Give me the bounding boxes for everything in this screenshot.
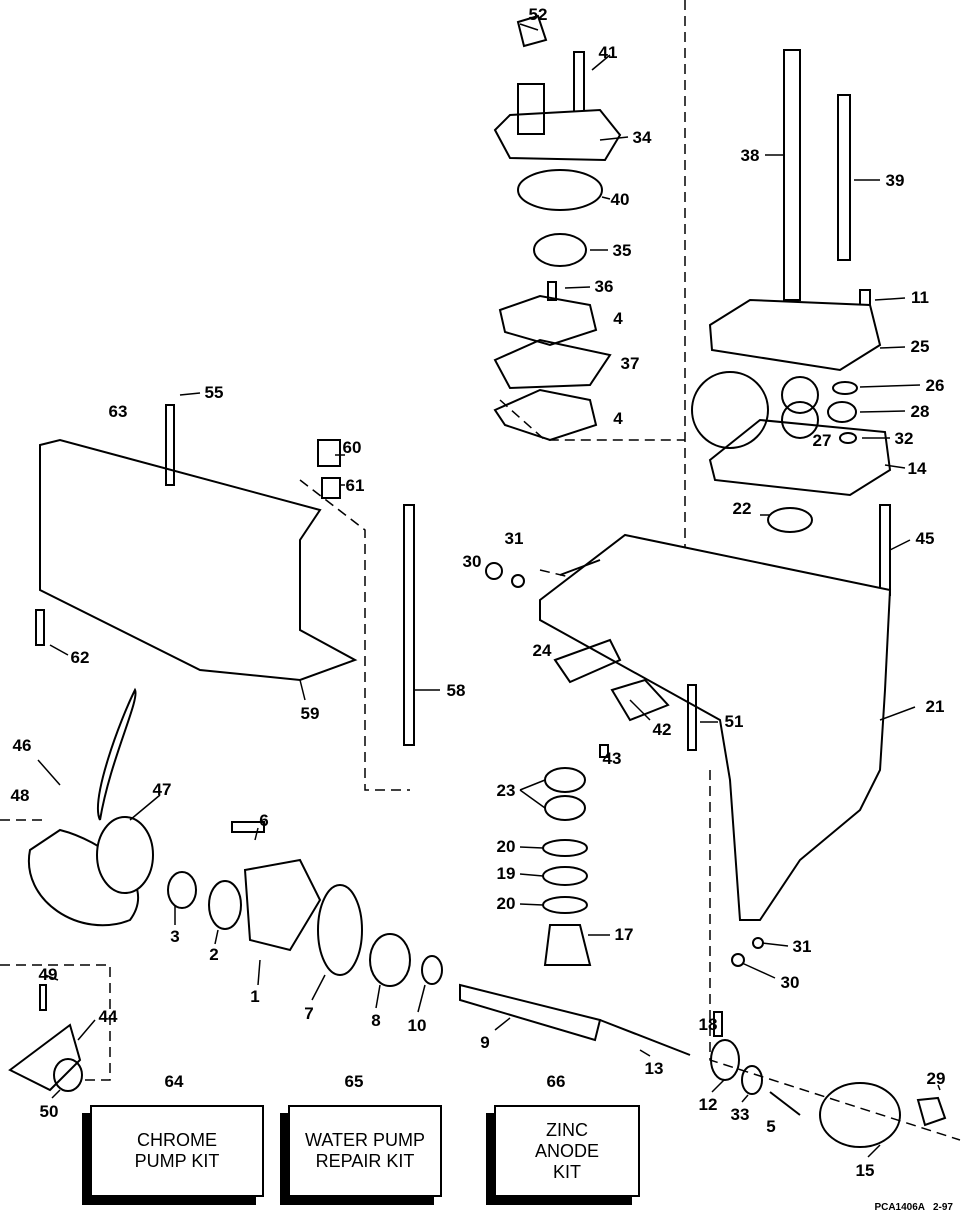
part-number-label: 3 — [170, 927, 179, 946]
kit-box-zinc-anode: ZINC ANODE KIT — [494, 1105, 640, 1197]
part-number-label: 12 — [699, 1095, 718, 1114]
part-number-label: 49 — [39, 965, 58, 984]
part-number-label: 13 — [645, 1059, 664, 1078]
leader-lines — [37, 23, 941, 1158]
part-number-label: 26 — [926, 376, 945, 395]
part-number-label: 36 — [595, 277, 614, 296]
propeller-assembly — [8, 687, 947, 1148]
part-number-label: 55 — [205, 383, 224, 402]
part-number-label: 5 — [766, 1117, 775, 1136]
part-number-label: 19 — [497, 864, 516, 883]
part-number-label: 22 — [733, 499, 752, 518]
part-number-label: 32 — [895, 429, 914, 448]
part-number-label: 51 — [725, 712, 744, 731]
part-number-label: 38 — [741, 146, 760, 165]
part-number-label: 59 — [301, 704, 320, 723]
part-number-label: 28 — [911, 402, 930, 421]
part-number-label: 27 — [813, 431, 832, 450]
part-number-label: 44 — [99, 1007, 118, 1026]
part-number-label: 43 — [603, 749, 622, 768]
part-number-label: 52 — [529, 5, 548, 24]
part-number-label: 30 — [781, 973, 800, 992]
part-number-label: 42 — [653, 720, 672, 739]
part-number-label: 35 — [613, 241, 632, 260]
part-number-label: 20 — [497, 837, 516, 856]
part-number-label: 61 — [346, 476, 365, 495]
part-number-label: 20 — [497, 894, 516, 913]
part-number-label: 1 — [250, 987, 259, 1006]
part-number-label: 58 — [447, 681, 466, 700]
part-number-label: 63 — [109, 402, 128, 421]
part-number-label: 65 — [345, 1072, 364, 1091]
part-number-label: 4 — [613, 309, 623, 328]
part-number-label: 4 — [613, 409, 623, 428]
part-number-label: 64 — [165, 1072, 184, 1091]
part-number-label: 47 — [153, 780, 172, 799]
drive-shaft — [691, 49, 892, 596]
kit-box-chrome-pump: CHROME PUMP KIT — [90, 1105, 264, 1197]
part-number-label: 2 — [209, 945, 218, 964]
part-number-label: 10 — [408, 1016, 427, 1035]
part-number-label: 37 — [621, 354, 640, 373]
part-number-label: 17 — [615, 925, 634, 944]
kit-box-water-pump-repair: WATER PUMP REPAIR KIT — [288, 1105, 442, 1197]
part-number-label: 25 — [911, 337, 930, 356]
exhaust-housing — [35, 404, 415, 746]
part-number-label: 41 — [599, 43, 618, 62]
part-number-label: 15 — [856, 1161, 875, 1180]
part-number-label: 50 — [40, 1102, 59, 1121]
part-number-label: 18 — [699, 1015, 718, 1034]
part-number-label: 46 — [13, 736, 32, 755]
part-number-label: 66 — [547, 1072, 566, 1091]
part-number-label: 9 — [480, 1033, 489, 1052]
pinion-stack — [542, 767, 764, 967]
drawing-code: PCA1406A 2-97 — [874, 1202, 953, 1213]
part-number-label: 31 — [505, 529, 524, 548]
part-number-label: 39 — [886, 171, 905, 190]
part-number-label: 31 — [793, 937, 812, 956]
part-number-label: 45 — [916, 529, 935, 548]
part-number-label: 14 — [908, 459, 927, 478]
part-number-label: 60 — [343, 438, 362, 457]
part-number-label: 23 — [497, 781, 516, 800]
part-number-label: 21 — [926, 697, 945, 716]
part-number-label: 8 — [371, 1011, 380, 1030]
part-number-label: 7 — [304, 1004, 313, 1023]
gearcase — [485, 533, 892, 921]
part-number-label: 11 — [911, 288, 929, 307]
part-number-label: 33 — [731, 1105, 750, 1124]
water-pump-assembly — [493, 14, 622, 442]
part-number-label: 40 — [611, 190, 630, 209]
part-number-label: 48 — [11, 786, 30, 805]
part-number-label: 29 — [927, 1069, 946, 1088]
part-number-label: 30 — [463, 552, 482, 571]
part-number-label: 62 — [71, 648, 90, 667]
part-number-label: 34 — [633, 128, 652, 147]
part-number-label: 24 — [533, 641, 552, 660]
part-number-label: 6 — [259, 811, 268, 830]
